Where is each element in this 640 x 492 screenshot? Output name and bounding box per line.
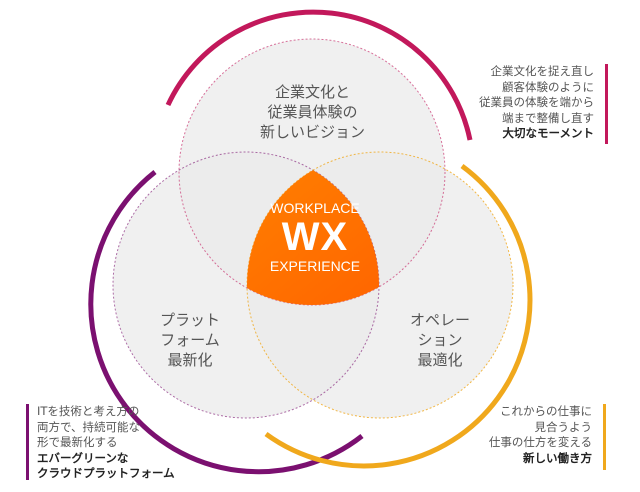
note-line: これからの仕事に [500,404,592,418]
bottom-right-bar [603,404,606,470]
note-line: 顧客体験のように [502,79,594,94]
note-bold-line: クラウドプラットフォーム [37,466,175,480]
label-line: ション [417,331,463,349]
label-line: フォーム [160,331,220,349]
wx-core-label: WORKPLACE WX EXPERIENCE [250,200,380,274]
top-outer-arc [165,9,473,141]
label-line: 最新化 [167,351,213,369]
label-line: 最適化 [417,351,463,369]
bottom-left-bar [26,404,29,480]
label-line: 企業文化と [274,83,350,101]
left-outer-arc [88,170,364,475]
label-line: プラット [159,311,220,329]
top-right-bar [605,64,608,144]
core-top-text: WORKPLACE [270,200,360,216]
core-main-text: WX [281,215,349,259]
note-line: 仕事の仕方を変える [488,435,592,449]
bottom-left-note: ITを技術と考え方の 両方で、持続可能な 形で最新化する エバーグリーンな クラ… [29,404,175,482]
label-line: 新しいビジョン [259,123,365,141]
bottom-right-note: これからの仕事に 見合うよう 仕事の仕方を変える 新しい働き方 [489,404,600,466]
label-line: オペレー [409,311,470,329]
note-line: 見合うよう [534,419,593,434]
note-line: 従業員の体験を端から [479,95,594,109]
right-circle-label: オペレー ション 最適化 [390,310,490,370]
note-bold-line: 大切なモーメント [502,126,594,140]
note-line: ITを技術と考え方の [37,404,140,418]
note-line: 端まで整備し直す [502,110,594,125]
top-right-note: 企業文化を捉え直し 顧客体験のように 従業員の体験を端から 端まで整備し直す 大… [479,64,602,142]
left-circle-label: プラット フォーム 最新化 [140,310,240,370]
note-line: 両方で、持続可能な [37,419,141,434]
right-outer-arc [264,163,533,469]
note-bold-line: 新しい働き方 [523,450,592,465]
label-line: 従業員体験の [267,103,358,121]
top-circle-label: 企業文化と 従業員体験の 新しいビジョン [245,82,380,142]
core-bottom-text: EXPERIENCE [269,258,361,274]
note-bold-line: エバーグリーンな [37,450,129,465]
note-line: 企業文化を捉え直し [490,64,595,78]
note-line: 形で最新化する [37,435,118,449]
